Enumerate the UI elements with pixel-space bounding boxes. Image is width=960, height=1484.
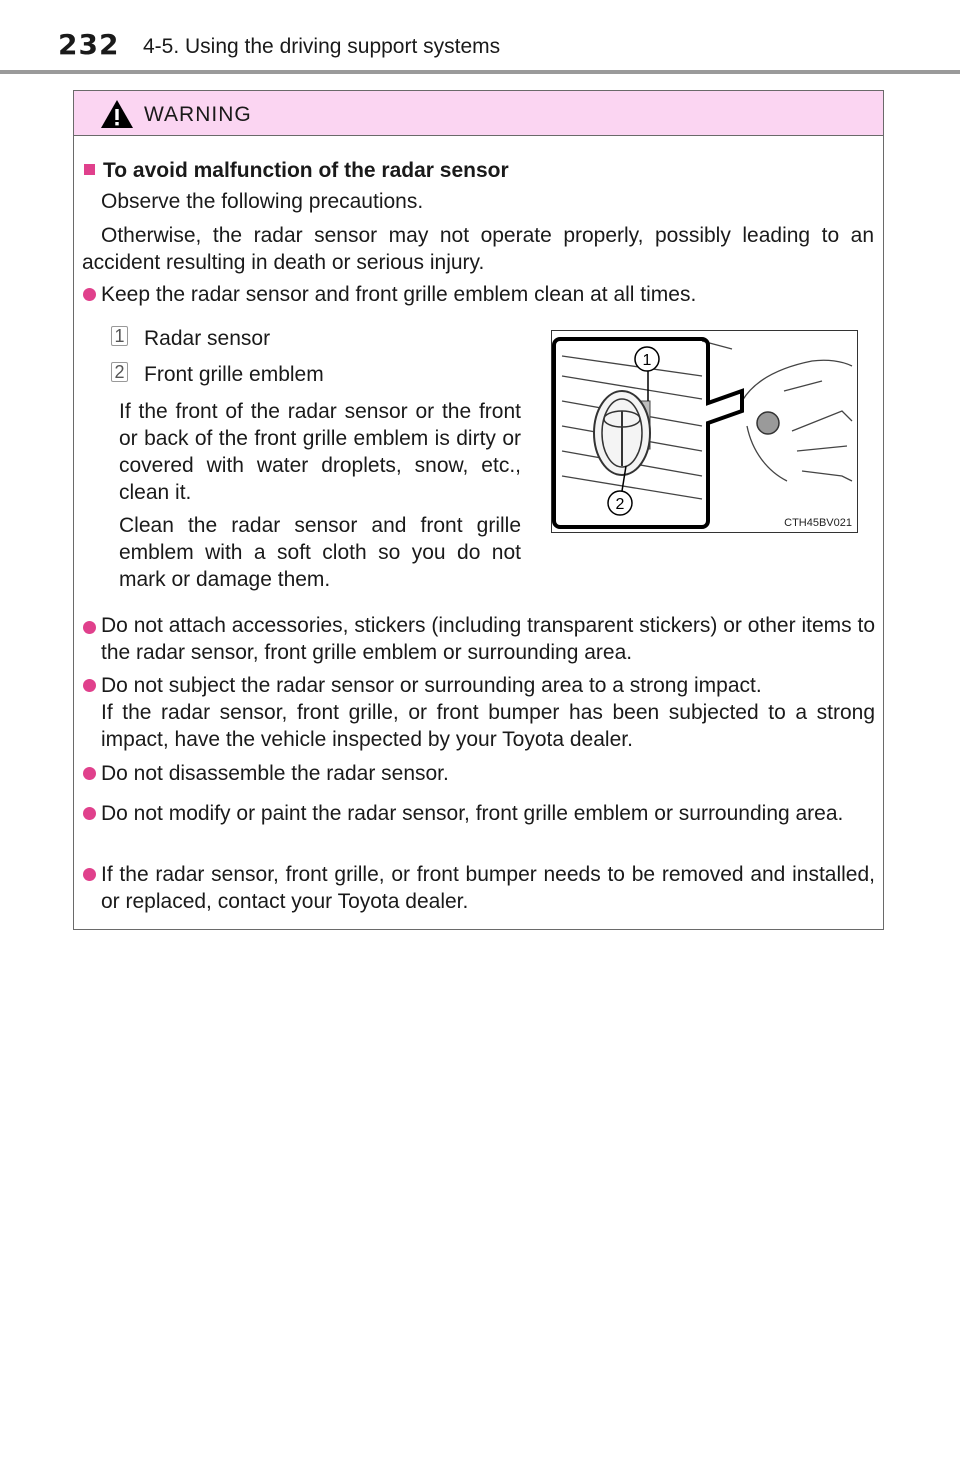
warning-triangle-icon: [101, 100, 133, 128]
cleaning-text-1: If the front of the radar sensor or the …: [119, 400, 521, 504]
section-square-marker: [84, 164, 95, 175]
page-number: 232: [58, 28, 120, 61]
bullet-dot: [83, 868, 96, 881]
warning-box: WARNING To avoid malfunction of the rada…: [73, 90, 884, 930]
section-title: 4-5. Using the driving support systems: [143, 35, 501, 58]
callout-2-label: Front grille emblem: [144, 363, 324, 386]
cleaning-text-2: Clean the radar sensor and front grille …: [119, 514, 521, 591]
bullet-dot: [83, 288, 96, 301]
bullet-no-accessories: Do not attach accessories, stickers (inc…: [101, 614, 875, 664]
bullet-no-modify: Do not modify or paint the radar sensor,…: [101, 802, 844, 825]
warning-heading: To avoid malfunction of the radar sensor: [103, 159, 509, 182]
bullet-no-impact: Do not subject the radar sensor or surro…: [101, 674, 762, 697]
warning-label: WARNING: [144, 103, 252, 126]
warning-header: WARNING: [74, 91, 883, 136]
bullet-dot: [83, 767, 96, 780]
bullet-contact-dealer: If the radar sensor, front grille, or fr…: [101, 863, 875, 913]
bullet-dot: [83, 807, 96, 820]
callout-2-icon: 2: [111, 362, 128, 382]
radar-sensor-illustration: 1 2 CTH45BV021: [551, 330, 858, 533]
header-divider: [0, 70, 960, 74]
bullet-keep-clean: Keep the radar sensor and front grille e…: [101, 283, 697, 306]
grille-emblem-drawing: 1 2: [552, 337, 853, 529]
bullet-dot: [83, 679, 96, 692]
impact-note: If the radar sensor, front grille, or fr…: [101, 701, 875, 751]
intro-consequence-text: Otherwise, the radar sensor may not oper…: [82, 224, 874, 274]
figure-callout-2: 2: [616, 496, 625, 513]
bullet-dot: [83, 621, 96, 634]
bullet-no-disassemble: Do not disassemble the radar sensor.: [101, 762, 449, 785]
intro-text: Observe the following precautions.: [101, 190, 424, 213]
figure-callout-1: 1: [643, 352, 652, 369]
callout-1-label: Radar sensor: [144, 327, 271, 350]
figure-code: CTH45BV021: [784, 517, 852, 529]
callout-1-icon: 1: [111, 326, 128, 346]
